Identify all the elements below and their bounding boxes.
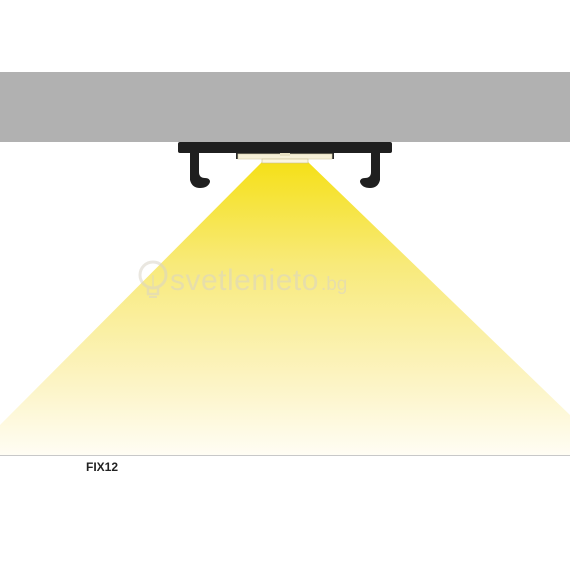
watermark: svetlenieto .bg [136, 256, 347, 306]
watermark-tld: .bg [320, 274, 348, 295]
product-name-label: FIX12 [86, 460, 119, 474]
watermark-brand: svetlenieto [170, 264, 319, 297]
floor-line [0, 455, 570, 456]
light-beam [0, 162, 570, 455]
led-chip [280, 153, 290, 156]
lightbulb-icon [138, 260, 168, 298]
profile-left-clip [190, 151, 210, 188]
led-strip [261, 158, 309, 164]
profile-top-bar [178, 142, 392, 153]
ceiling [0, 72, 570, 142]
profile-right-clip [360, 151, 380, 188]
